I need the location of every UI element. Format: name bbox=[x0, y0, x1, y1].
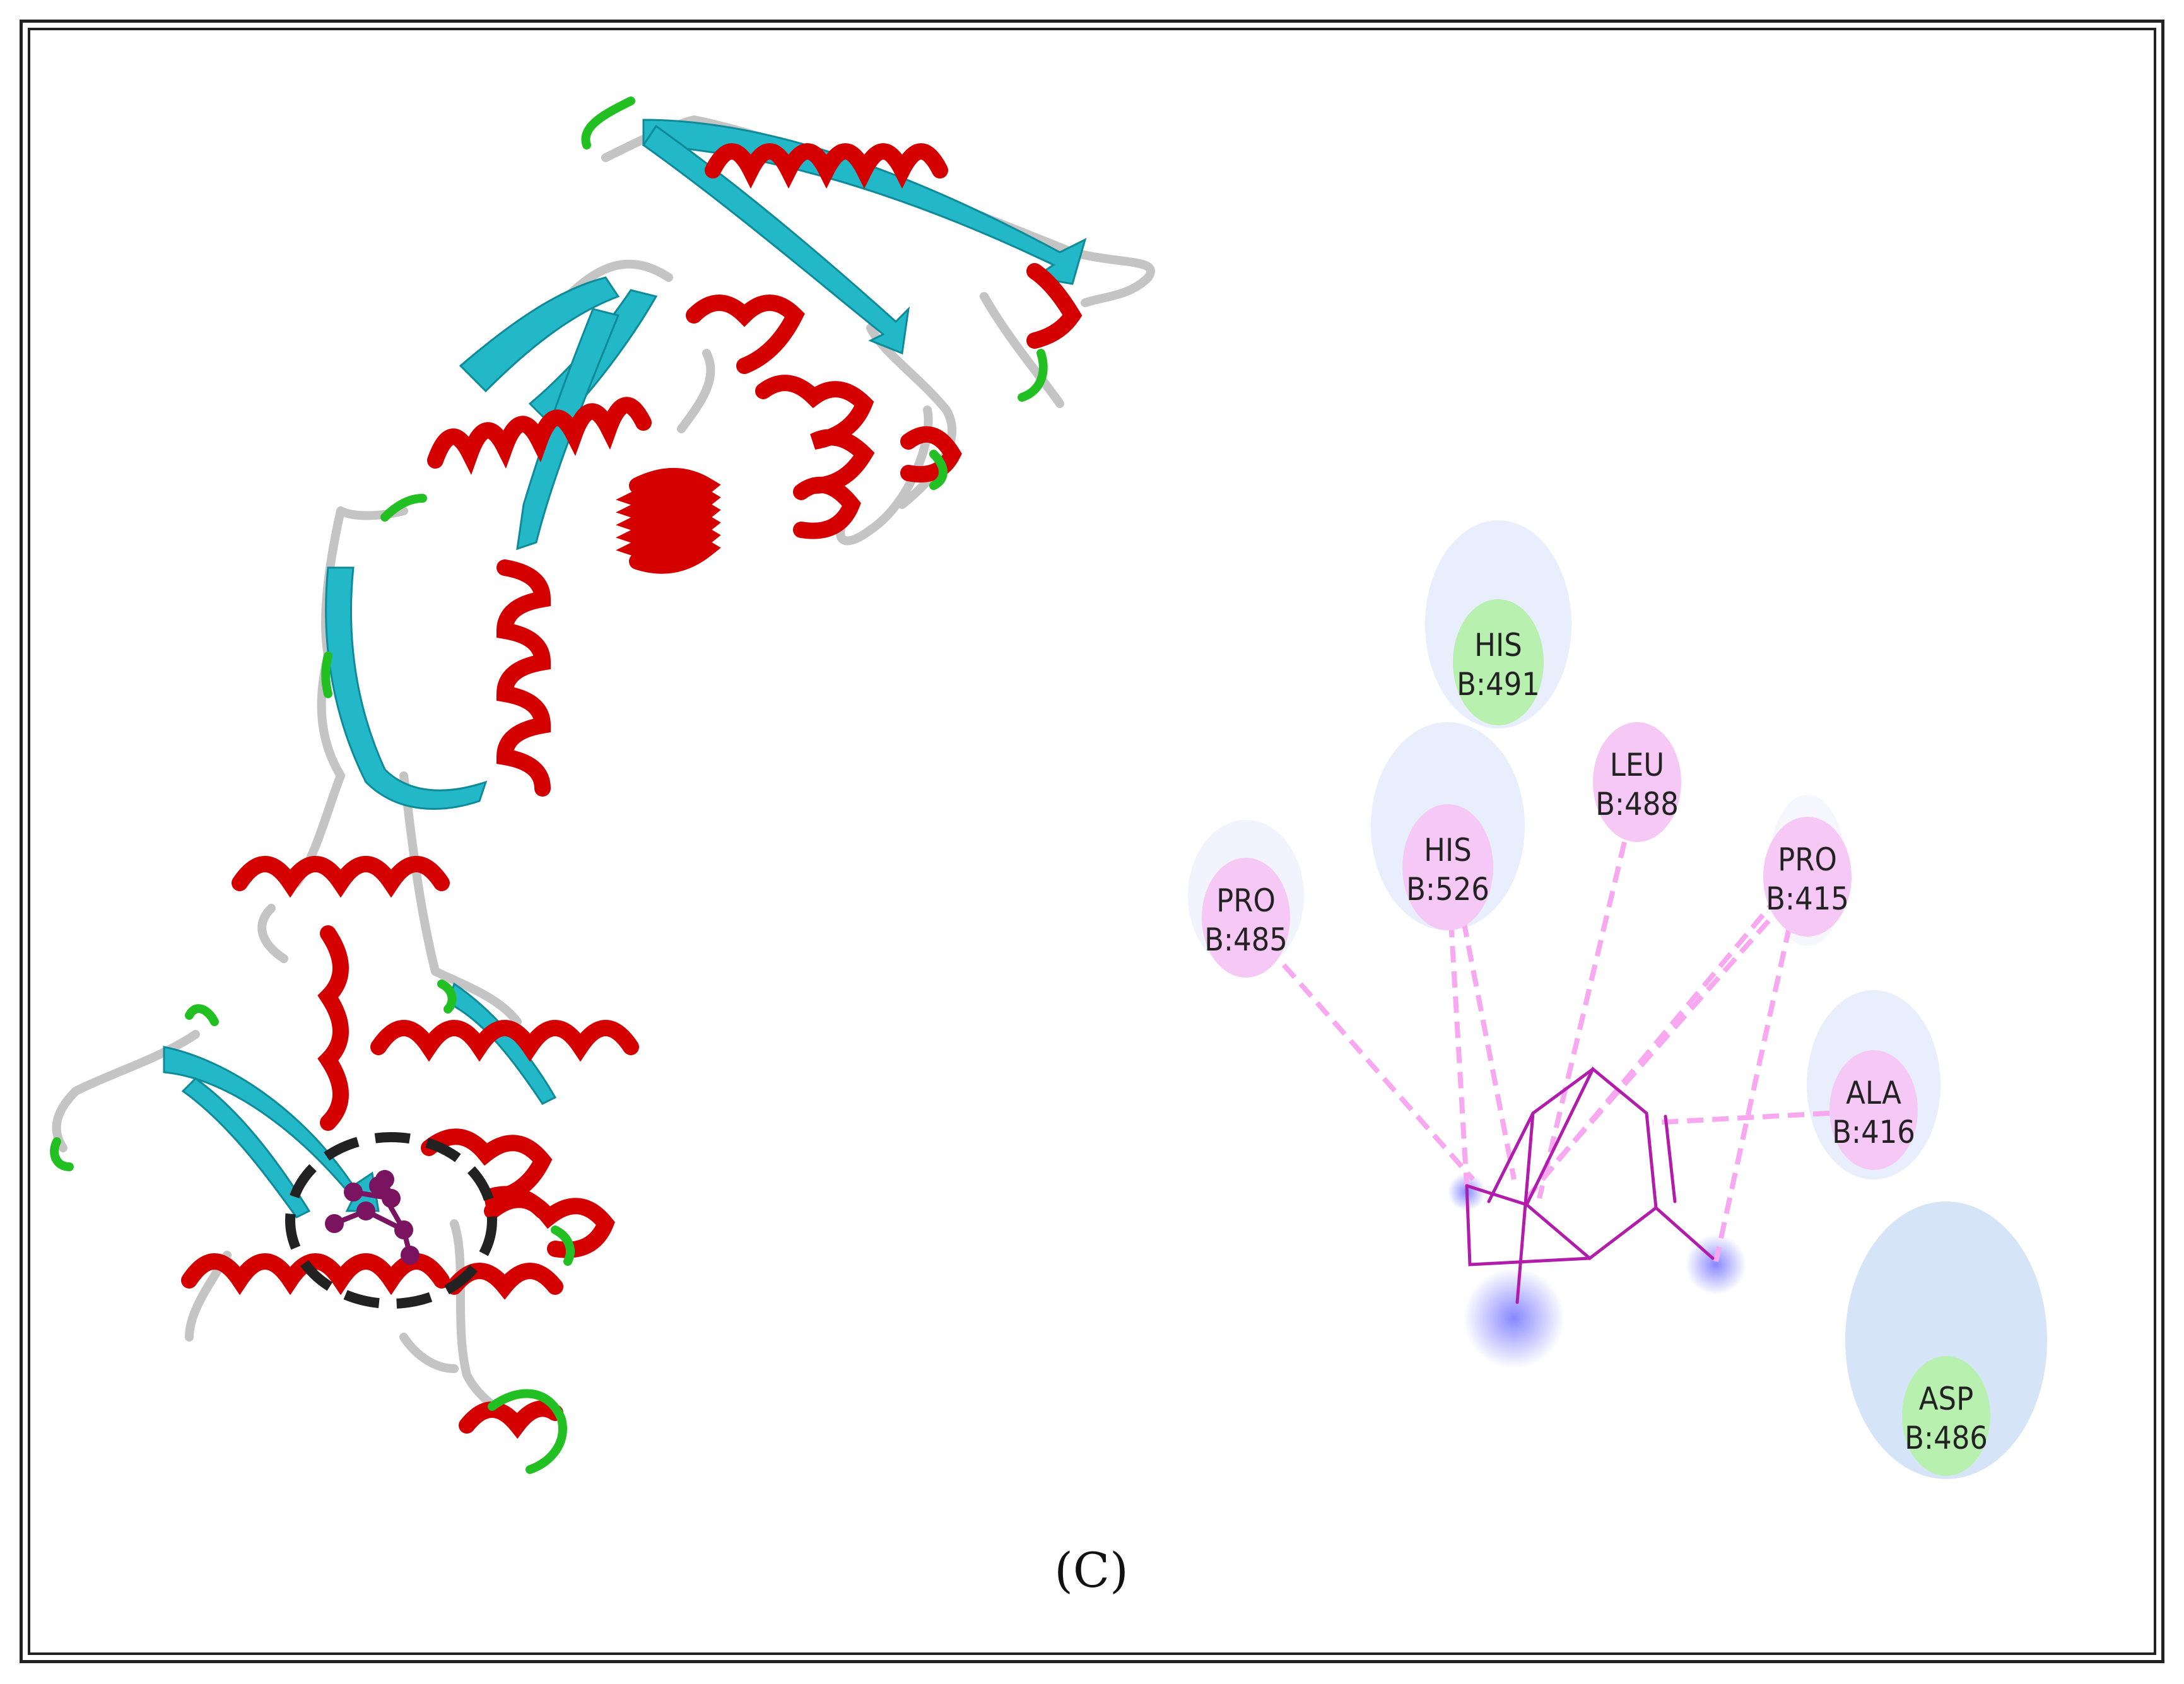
interaction-lines bbox=[1282, 841, 1830, 1262]
residue-position: B:491 bbox=[1457, 666, 1540, 703]
inner-frame bbox=[28, 28, 2156, 1655]
outer-frame bbox=[20, 20, 2164, 1663]
ligand-exposure-glows bbox=[1448, 1173, 1746, 1369]
residue-disc bbox=[1829, 1050, 1918, 1170]
residue-name: ALA bbox=[1846, 1075, 1901, 1111]
solvent-halos bbox=[1188, 520, 2047, 1479]
residue-disc bbox=[1593, 722, 1681, 842]
alpha-helices bbox=[181, 143, 1083, 1439]
binding-site-marker bbox=[285, 1132, 497, 1309]
residue-position: B:526 bbox=[1406, 871, 1489, 908]
residue-nodes: HISB:491LEUB:488HISB:526PROB:485PROB:415… bbox=[1202, 599, 1990, 1476]
residue-position: B:486 bbox=[1905, 1420, 1988, 1456]
residue-name: PRO bbox=[1216, 882, 1276, 919]
turns bbox=[50, 96, 1048, 1474]
residue-position: B:488 bbox=[1595, 786, 1679, 822]
residue-disc bbox=[1902, 1356, 1990, 1476]
residue-name: HIS bbox=[1424, 832, 1472, 868]
residue-name: PRO bbox=[1778, 841, 1837, 878]
protein-ribbon-structure bbox=[50, 96, 1155, 1474]
residue-position: B:485 bbox=[1204, 921, 1288, 958]
residue-name: ASP bbox=[1919, 1381, 1973, 1417]
bound-ligand bbox=[325, 1170, 420, 1265]
residue-name: LEU bbox=[1610, 747, 1664, 783]
residue-name: HIS bbox=[1474, 627, 1522, 664]
ligand-2d-structure bbox=[1465, 1067, 1715, 1304]
residue-position: B:416 bbox=[1832, 1114, 1915, 1150]
residue-disc bbox=[1202, 858, 1290, 978]
residue-disc bbox=[1763, 817, 1852, 937]
interaction-diagram: HISB:491LEUB:488HISB:526PROB:485PROB:415… bbox=[1188, 520, 2047, 1479]
residue-position: B:415 bbox=[1766, 880, 1849, 917]
residue-disc bbox=[1453, 599, 1544, 725]
residue-disc bbox=[1402, 804, 1493, 930]
panel-label: (C) bbox=[1054, 1542, 1129, 1598]
beta-sheets bbox=[163, 119, 1087, 1219]
